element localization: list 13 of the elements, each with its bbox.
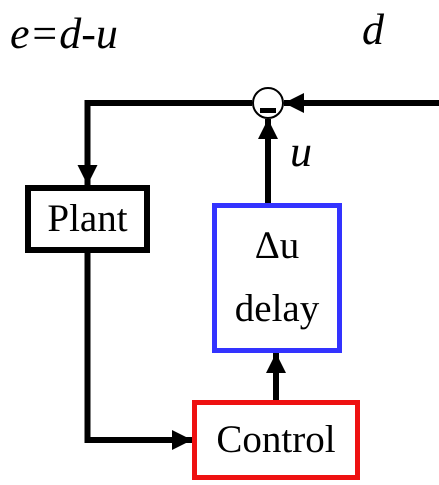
arrow <box>258 119 278 203</box>
block-label: Plant <box>47 196 128 242</box>
block-label: Δu <box>254 224 300 269</box>
block <box>192 400 360 480</box>
block-label: delay <box>234 287 320 332</box>
block-label: Control <box>216 418 336 462</box>
summing-junction <box>252 87 284 119</box>
arrow <box>284 93 439 113</box>
arrow <box>266 353 286 400</box>
arrow <box>78 100 252 185</box>
block <box>25 185 150 253</box>
block <box>212 203 342 353</box>
arrow <box>84 253 192 450</box>
